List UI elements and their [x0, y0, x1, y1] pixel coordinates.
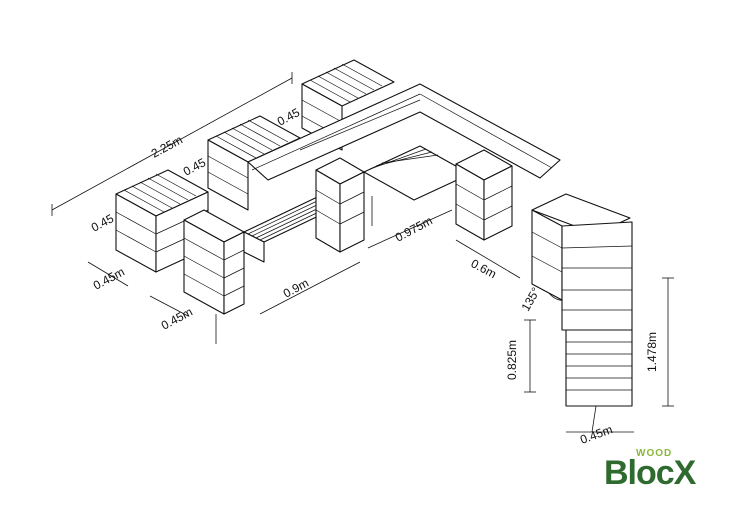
dim-height-low: 0.825m [505, 340, 519, 380]
dim-overall-length: 2.25m [149, 133, 185, 161]
woodblocx-logo: WOOD BlocX [600, 448, 718, 498]
dim-bench-length: 0.9m [281, 276, 311, 301]
dimension-lines [51, 72, 674, 433]
end-planter [531, 193, 633, 331]
dim-block-width-b: 0.45m [159, 305, 195, 333]
logo-wood-text: WOOD [636, 448, 673, 459]
dim-back-bench-length: 0.975m [393, 213, 435, 244]
corner-pillar [455, 149, 513, 241]
front-left-pillar [183, 209, 245, 344]
middle-seat-block [207, 115, 301, 211]
dim-arm-length: 0.6m [469, 256, 499, 281]
end-bench-stack [565, 329, 633, 433]
mid-pillar [315, 157, 373, 253]
logo-main-text: BlocX [604, 454, 696, 492]
dim-seat-depth-left: 0.45 [89, 211, 116, 234]
dim-seat-depth-mid: 0.45 [181, 155, 208, 178]
dim-height-total: 1.478m [645, 332, 659, 372]
dim-seat-depth-top: 0.45 [275, 105, 302, 128]
back-rail [247, 83, 561, 181]
dim-block-width-a: 0.45m [91, 265, 127, 293]
dim-angle: 135° [518, 285, 543, 314]
back-bench-seat [363, 145, 471, 201]
dim-end-width: 0.45m [578, 422, 614, 447]
